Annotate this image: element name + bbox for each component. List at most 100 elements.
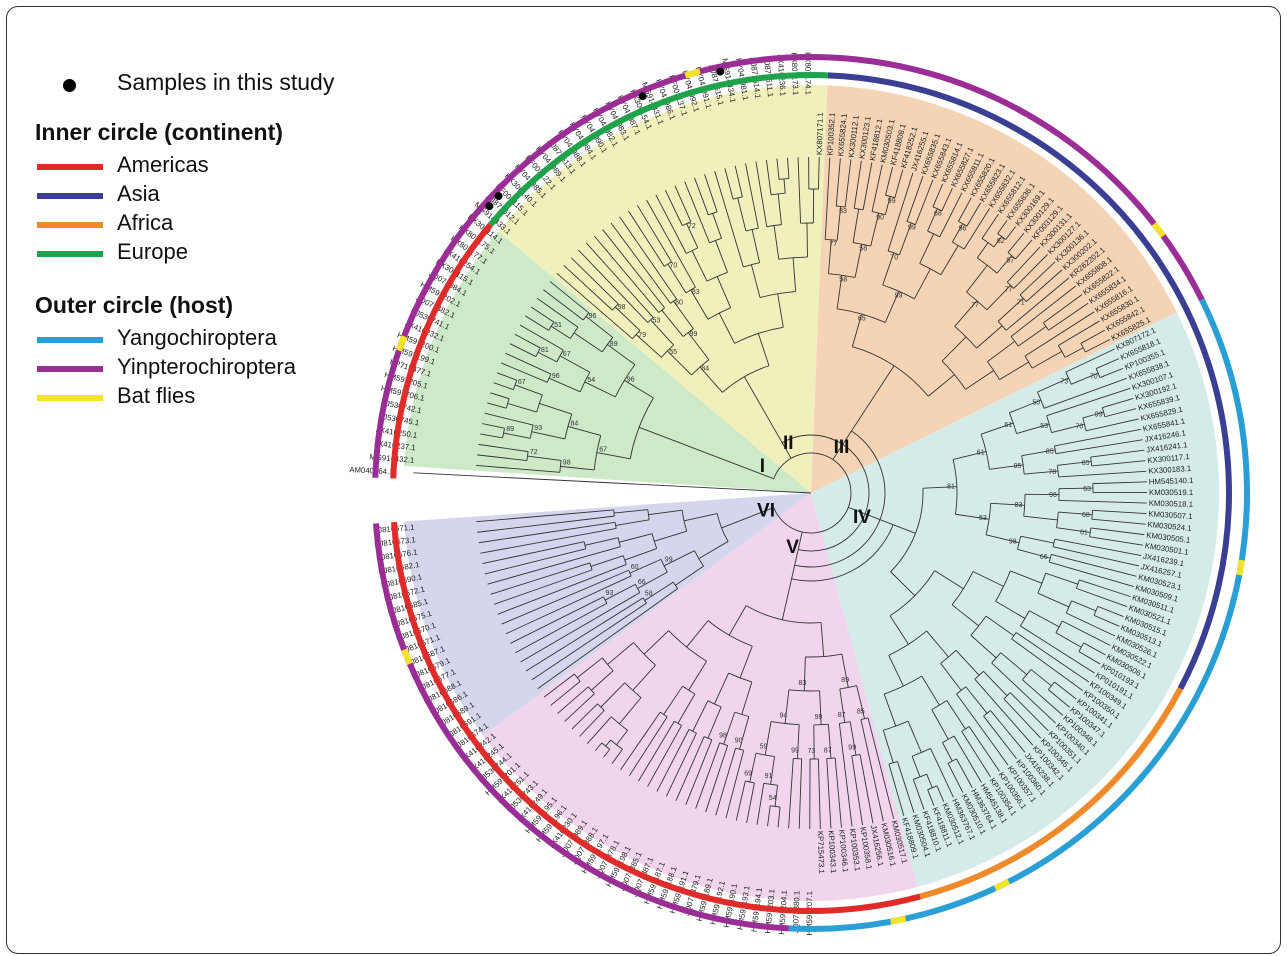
branch [712, 213, 722, 239]
branch [839, 688, 846, 723]
branch [888, 763, 905, 817]
continent-ring-segment [390, 222, 493, 479]
branch [956, 686, 967, 695]
branch [951, 604, 979, 627]
clade-sector-IV [811, 312, 1219, 887]
bootstrap-label: 96 [552, 373, 560, 380]
branch [660, 344, 674, 358]
branch [934, 570, 964, 590]
branch [585, 316, 614, 338]
branch [954, 326, 977, 349]
branch [851, 755, 863, 826]
leaf-label: KX807171.1 [815, 112, 825, 155]
branch [602, 229, 665, 309]
branch [1043, 294, 1083, 324]
clade-label-V: V [786, 537, 799, 558]
branch [1010, 285, 1076, 337]
branch [487, 402, 507, 409]
study-sample-dot [494, 192, 503, 201]
bootstrap-label: 94 [780, 712, 788, 719]
branch [514, 384, 543, 396]
branch [970, 634, 997, 659]
branch [510, 596, 604, 644]
bootstrap-label: 84 [701, 365, 709, 372]
branch [618, 697, 642, 725]
branch [573, 673, 581, 682]
branch [817, 758, 821, 829]
branch [1043, 377, 1127, 409]
branch [862, 162, 873, 210]
branch [502, 428, 505, 438]
branch [694, 177, 709, 216]
branch [931, 709, 949, 740]
branch [789, 531, 803, 587]
branch [1023, 515, 1058, 521]
branch [543, 289, 584, 321]
branch [597, 703, 605, 711]
figure-frame: Samples in this study Inner circle (cont… [6, 6, 1281, 954]
bootstrap-label: 67 [563, 351, 571, 358]
branch [1052, 546, 1140, 567]
branch [888, 655, 904, 687]
bootstrap-label: 85 [1082, 460, 1090, 467]
branch [997, 219, 1008, 234]
bootstrap-label: 96 [627, 377, 635, 384]
branch [564, 413, 573, 440]
branch [505, 575, 632, 635]
branch [497, 372, 517, 381]
branch [974, 678, 1034, 746]
branch [658, 307, 665, 313]
branch [875, 365, 895, 395]
branch [1078, 651, 1101, 665]
branch [1089, 536, 1143, 546]
branch [797, 724, 800, 759]
branch [743, 262, 760, 268]
branch [596, 452, 631, 460]
branch [1007, 232, 1025, 253]
legend-item-europe: Europe [35, 239, 395, 268]
branch [1037, 391, 1045, 409]
branch [616, 730, 628, 746]
branch [940, 663, 962, 691]
branch [755, 161, 768, 227]
branch [716, 513, 729, 542]
branch [1090, 449, 1145, 458]
branch [1047, 681, 1055, 690]
bootstrap-label: 51 [554, 322, 562, 329]
bat-flies-swatch [37, 395, 103, 401]
branch [898, 222, 912, 256]
branch [947, 758, 957, 764]
branch [1024, 311, 1095, 357]
bootstrap-label: 81 [947, 483, 955, 490]
bootstrap-label: 60 [631, 564, 639, 571]
branch [1102, 397, 1134, 408]
bootstrap-label: 89 [506, 426, 514, 433]
branch [839, 721, 851, 724]
branch [1064, 347, 1084, 358]
branch [1092, 509, 1147, 515]
branch [594, 235, 660, 313]
branch [628, 210, 665, 267]
branch [966, 202, 981, 227]
annotation-rings [372, 53, 1250, 932]
branch [882, 730, 894, 763]
branch [660, 559, 668, 573]
branch [907, 721, 922, 753]
branch [883, 520, 916, 534]
branch [1055, 439, 1143, 455]
branch [734, 711, 749, 717]
bootstrap-label: 99 [665, 557, 673, 564]
branch [537, 588, 678, 689]
branch [672, 581, 679, 589]
branch [1057, 345, 1066, 358]
asia-swatch [37, 193, 103, 199]
branch [509, 343, 537, 357]
legend-label: Europe [117, 239, 188, 264]
branch [983, 670, 1008, 697]
continent-ring-segment [488, 72, 828, 227]
branch [564, 693, 595, 722]
bootstrap-label: 99 [908, 225, 916, 232]
branch [632, 664, 656, 691]
branch [792, 257, 797, 292]
